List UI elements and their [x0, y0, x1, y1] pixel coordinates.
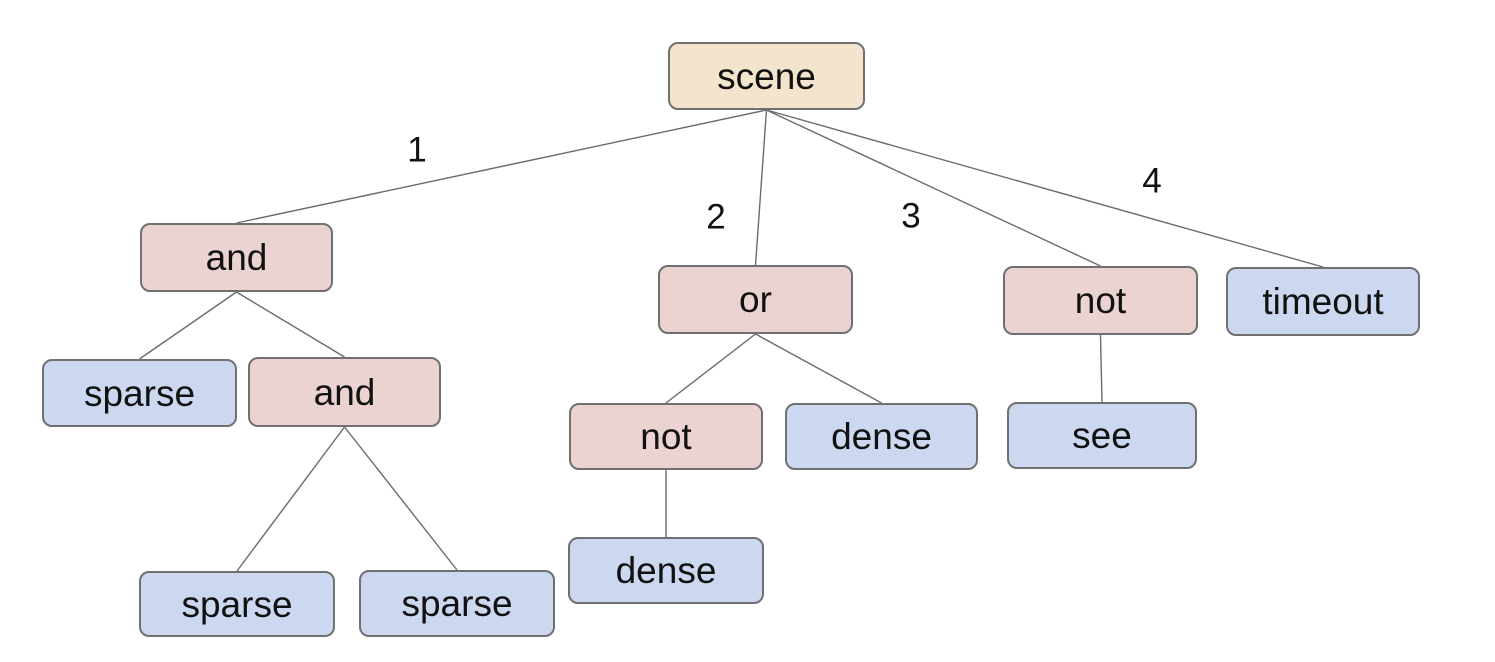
- node-and1: and: [140, 223, 333, 292]
- node-dense2: dense: [568, 537, 764, 604]
- edge-and2-to-sparse2: [236, 426, 346, 572]
- node-or1: or: [658, 265, 853, 334]
- edge-scene-to-or1: [754, 109, 768, 266]
- node-sparse3: sparse: [359, 570, 555, 637]
- edge-not1-to-see1: [1099, 334, 1103, 403]
- node-and2: and: [248, 357, 441, 427]
- edge-scene-to-and1: [236, 109, 767, 224]
- node-not2: not: [569, 403, 763, 470]
- edge-label-1: 1: [407, 130, 427, 170]
- node-see1: see: [1007, 402, 1197, 469]
- node-sparse2: sparse: [139, 571, 335, 637]
- node-scene: scene: [668, 42, 865, 110]
- edge-or1-to-not2: [665, 333, 756, 404]
- edge-or1-to-dense1: [755, 333, 882, 404]
- edge-scene-to-timeout1: [766, 109, 1324, 268]
- edge-and2-to-sparse3: [343, 426, 458, 571]
- edge-label-4: 4: [1142, 161, 1162, 201]
- node-timeout1: timeout: [1226, 267, 1420, 336]
- edge-label-2: 2: [706, 197, 726, 237]
- edge-scene-to-not1: [766, 109, 1101, 267]
- node-sparse1: sparse: [42, 359, 237, 427]
- edge-label-3: 3: [901, 196, 921, 236]
- node-not1: not: [1003, 266, 1198, 335]
- edge-and1-to-and2: [236, 291, 345, 358]
- node-dense1: dense: [785, 403, 978, 470]
- edge-and1-to-sparse1: [139, 291, 237, 360]
